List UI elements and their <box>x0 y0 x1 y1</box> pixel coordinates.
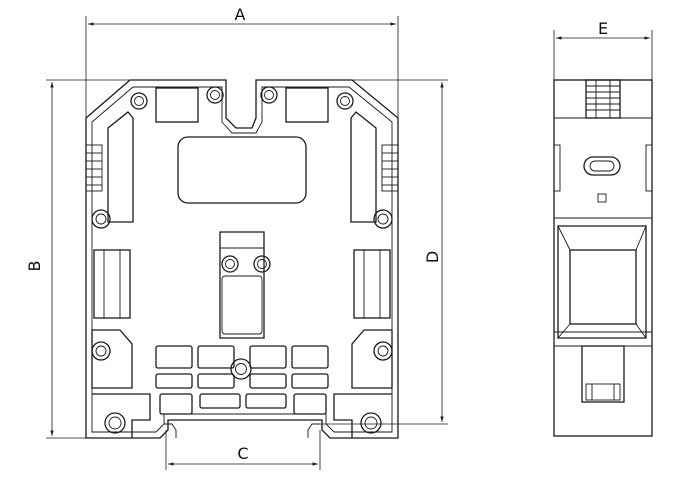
screw-hole-top-left-outer <box>130 92 148 110</box>
left-side-block <box>93 249 131 319</box>
screw-hole-lower-right <box>373 341 393 361</box>
screw-hole-center-right <box>253 255 271 273</box>
screw-hole-bottom-left <box>104 412 126 434</box>
center-window <box>177 136 307 204</box>
side-main-window <box>557 225 647 339</box>
dimension-c: C <box>165 430 321 470</box>
lower-left-pocket <box>91 329 133 389</box>
dimension-a: A <box>85 5 399 118</box>
din-hook-left <box>164 423 177 438</box>
side-inner-window <box>569 249 637 325</box>
left-channel <box>107 111 134 223</box>
side-small-square <box>597 193 607 203</box>
screw-hole-mid-right <box>373 209 393 229</box>
dimension-label-b: B <box>25 261 44 272</box>
front-view <box>85 79 399 439</box>
din-hook-right <box>307 423 320 438</box>
dimension-label-e: E <box>598 19 608 38</box>
top-right-window <box>285 87 329 123</box>
dimension-d: D <box>320 79 448 425</box>
screw-hole-mid-left <box>91 209 111 229</box>
top-left-window <box>155 87 199 123</box>
side-bottom-latch <box>581 345 625 403</box>
side-view-outline <box>553 79 653 437</box>
side-view <box>553 79 653 437</box>
dimension-label-d: D <box>423 251 442 263</box>
dimension-e: E <box>553 19 653 80</box>
right-side-clip <box>381 144 399 192</box>
dimension-b: B <box>25 79 130 439</box>
dimension-label-a: A <box>235 5 246 24</box>
side-oval-slot <box>583 156 621 176</box>
screw-hole-top-right-inner <box>260 86 278 104</box>
bottom-pocket-grid <box>155 345 329 415</box>
front-view-inner-outline <box>91 86 393 433</box>
side-left-clip <box>553 144 561 192</box>
bottom-left-tray <box>92 393 151 438</box>
side-top-grip <box>585 79 621 119</box>
right-side-block <box>353 249 391 319</box>
screw-hole-top-left-inner <box>206 86 224 104</box>
dimension-label-c: C <box>237 444 248 463</box>
screw-hole-lower-left <box>91 341 111 361</box>
screw-hole-bottom-right <box>360 412 382 434</box>
screw-hole-center-left <box>221 255 239 273</box>
bottom-right-tray <box>333 393 392 438</box>
screw-hole-center-bottom <box>230 358 252 380</box>
center-slot <box>219 231 265 339</box>
lower-right-pocket <box>351 329 393 389</box>
right-channel <box>350 111 377 223</box>
left-side-clip <box>85 144 103 192</box>
side-right-clip <box>645 144 653 192</box>
screw-hole-top-right-outer <box>336 92 354 110</box>
